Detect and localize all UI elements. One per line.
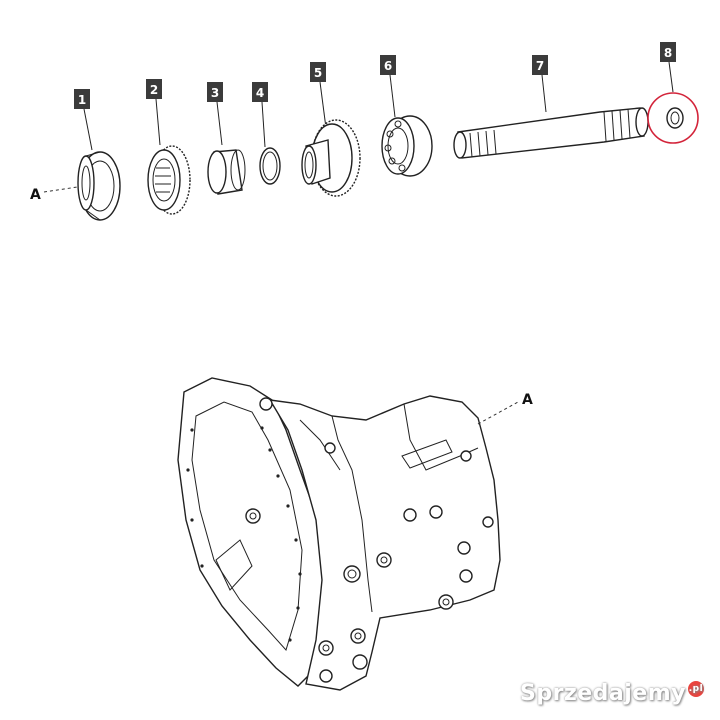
callout-6: 6	[380, 55, 396, 118]
callout-7-number: 7	[536, 59, 544, 73]
callout-4: 4	[252, 82, 268, 148]
callout-8: 8	[660, 42, 676, 93]
watermark: Sprzedajemy.pl	[520, 681, 704, 706]
callout-2-number: 2	[150, 83, 158, 97]
callout-3: 3	[207, 82, 223, 146]
callout-5-number: 5	[314, 66, 322, 80]
bushing-icon	[207, 149, 246, 195]
reference-line-a-housing	[477, 401, 519, 425]
watermark-badge: .pl	[688, 681, 704, 697]
callout-2: 2	[146, 79, 162, 146]
callout-1: 1	[74, 89, 93, 151]
gear-hub-icon	[147, 145, 191, 215]
reference-line-a-top	[43, 185, 85, 193]
callout-1-number: 1	[78, 93, 86, 107]
callout-7: 7	[532, 55, 548, 113]
highlight-circle	[647, 92, 699, 144]
shaft-icon	[453, 107, 649, 159]
callout-3-number: 3	[211, 86, 219, 100]
watermark-text: Sprzedajemy	[520, 681, 686, 706]
gear-icon	[301, 119, 361, 197]
reference-label-a-top: A	[30, 187, 41, 203]
bearing-icon	[77, 151, 121, 221]
callout-4-number: 4	[256, 86, 264, 100]
housing-icon	[177, 377, 501, 691]
callout-8-number: 8	[664, 46, 672, 60]
snap-ring-icon	[259, 147, 281, 185]
ball-bearing-icon	[381, 115, 433, 177]
callout-6-number: 6	[384, 59, 392, 73]
callout-5: 5	[310, 62, 327, 129]
reference-label-a-housing: A	[522, 392, 533, 408]
ring-icon	[647, 92, 699, 144]
